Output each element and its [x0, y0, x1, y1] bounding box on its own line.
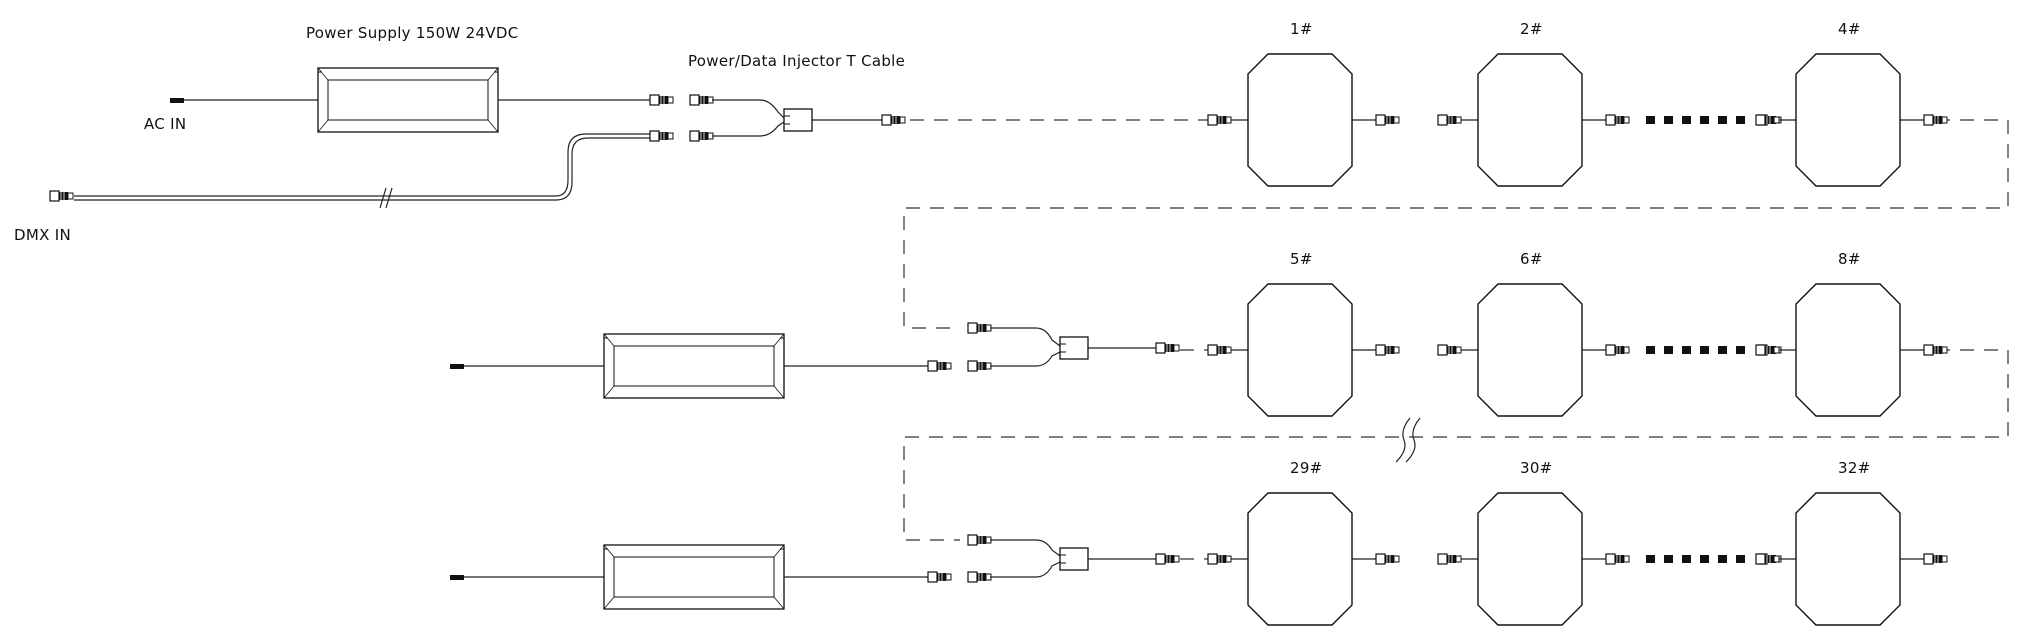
row3-data-in-connector [967, 534, 992, 546]
fixture-2: 2# [1437, 20, 1630, 187]
fixture-body [1477, 53, 1583, 187]
row2-out-connector [1155, 342, 1180, 354]
fixture-out-connector [1375, 553, 1400, 565]
fixture-in-connector [1207, 114, 1232, 126]
fixture-in-connector [1207, 553, 1232, 565]
fixture-in-connector [1755, 114, 1780, 126]
top-power-section: Power Supply 150W 24VDC Power/Data Injec… [14, 24, 906, 244]
power-supply-2 [603, 333, 785, 399]
t-splitter-2 [1059, 336, 1089, 360]
fixture-label: 5# [1290, 250, 1313, 268]
injector-power-connector [689, 94, 714, 106]
row3-power-in-connector [967, 571, 992, 583]
injector-data-connector [689, 130, 714, 142]
fixture-body [1247, 283, 1353, 417]
fixture-32: 32# [1755, 459, 1948, 626]
fixture-in-connector [1437, 553, 1462, 565]
ac-in-label: AC IN [144, 115, 186, 133]
fixture-8: 8# [1755, 250, 1948, 417]
dmx-in-label: DMX IN [14, 226, 71, 244]
fixture-30: 30# [1437, 459, 1630, 626]
dmx-in-connector [49, 190, 74, 202]
row2-data-in-connector [967, 322, 992, 334]
row2-power-in-connector [967, 360, 992, 372]
t-splitter-1 [783, 108, 813, 132]
fixture-label: 8# [1838, 250, 1861, 268]
fixture-label: 4# [1838, 20, 1861, 38]
fixture-body [1795, 283, 1901, 417]
ellipsis-dots [1646, 346, 1745, 354]
fixture-body [1795, 492, 1901, 626]
ellipsis-dots [1646, 116, 1745, 124]
fixture-out-connector [1923, 114, 1948, 126]
fixture-6: 6# [1437, 250, 1630, 417]
fixture-29: 29# [1207, 459, 1400, 626]
fixture-label: 32# [1838, 459, 1871, 477]
fixture-body [1795, 53, 1901, 187]
row3-power-section [450, 534, 1180, 610]
row2-power-section [450, 322, 1180, 399]
fixture-body [1247, 53, 1353, 187]
fixture-label: 29# [1290, 459, 1323, 477]
dmx-out-connector [649, 130, 674, 142]
fixture-body [1477, 283, 1583, 417]
fixture-in-connector [1755, 553, 1780, 565]
fixture-out-connector [1923, 553, 1948, 565]
fixture-in-connector [1437, 344, 1462, 356]
fixture-1: 1# [1207, 20, 1400, 187]
row3-out-connector [1155, 553, 1180, 565]
fixture-row-2: 5# 6# 8# [1207, 250, 1948, 417]
fixture-row-3: 29# 30# 32# [1207, 459, 1948, 626]
cable-break-mark [379, 187, 393, 209]
ac-plug-tip [170, 98, 184, 103]
dashed-links [903, 119, 2009, 560]
row-break-mark [1395, 417, 1421, 463]
injector-label: Power/Data Injector T Cable [688, 52, 905, 70]
t-splitter-3 [1059, 547, 1089, 571]
fixture-5: 5# [1207, 250, 1400, 417]
power-supply-1 [317, 67, 499, 133]
fixture-out-connector [1605, 553, 1630, 565]
fixture-4: 4# [1755, 20, 1948, 187]
psu-out-connector [649, 94, 674, 106]
fixture-body [1247, 492, 1353, 626]
fixture-in-connector [1755, 344, 1780, 356]
fixture-chain: 1# 2# 4# 5# 6# 8# 29# 30# 32# [1207, 20, 1948, 626]
fixture-row-1: 1# 2# 4# [1207, 20, 1948, 187]
ellipsis-dots [1646, 555, 1745, 563]
fixture-in-connector [1207, 344, 1232, 356]
power-supply-label: Power Supply 150W 24VDC [306, 24, 519, 42]
fixture-out-connector [1605, 344, 1630, 356]
fixture-label: 1# [1290, 20, 1313, 38]
fixture-out-connector [1375, 344, 1400, 356]
psu2-out-connector [927, 360, 952, 372]
t-cable-out-connector [881, 114, 906, 126]
fixture-label: 6# [1520, 250, 1543, 268]
psu3-out-connector [927, 571, 952, 583]
power-supply-3 [603, 544, 785, 610]
fixture-label: 2# [1520, 20, 1543, 38]
fixture-out-connector [1375, 114, 1400, 126]
fixture-in-connector [1437, 114, 1462, 126]
fixture-out-connector [1605, 114, 1630, 126]
fixture-label: 30# [1520, 459, 1553, 477]
fixture-out-connector [1923, 344, 1948, 356]
fixture-body [1477, 492, 1583, 626]
